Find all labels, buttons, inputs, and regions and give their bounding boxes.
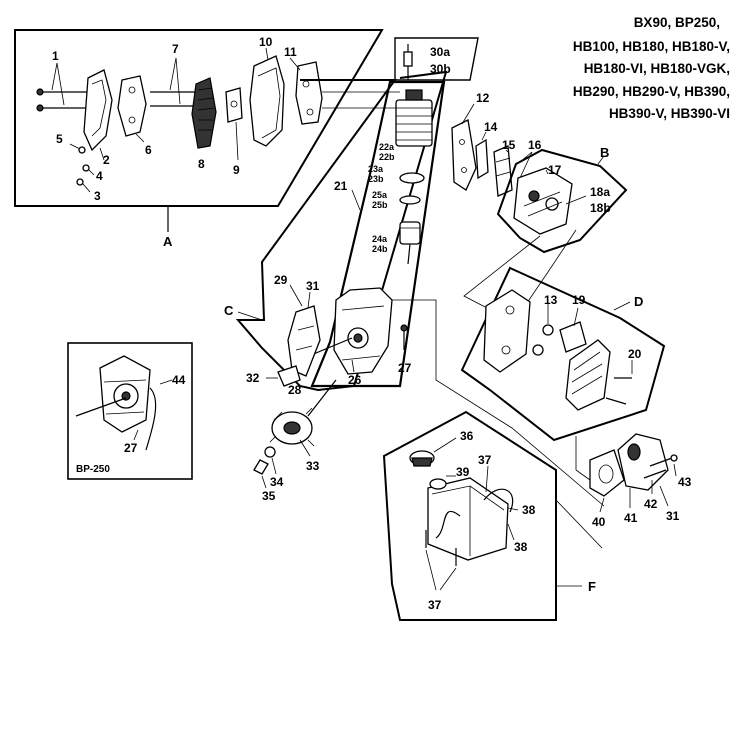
callout-41: 41	[624, 511, 638, 525]
group-a-air-filter: A 1 2 5 4 3 6 7	[14, 29, 400, 249]
group-d-label: D	[634, 294, 643, 309]
callout-27: 27	[398, 361, 412, 375]
callout-1: 1	[52, 49, 59, 63]
callout-11: 11	[284, 45, 297, 59]
model-list: BX90, BP250, HB100, HB180, HB180-V, HB18…	[573, 15, 730, 121]
callout-25a: 25a	[372, 190, 388, 200]
callout-5: 5	[56, 132, 63, 146]
callout-15: 15	[502, 138, 516, 152]
model-line-4: HB290, HB290-V, HB390,	[573, 84, 730, 99]
group-f-label: F	[588, 579, 596, 594]
callout-39: 39	[456, 465, 470, 479]
callout-29: 29	[274, 273, 288, 287]
callout-34: 34	[270, 475, 284, 489]
inset-frame	[67, 342, 193, 480]
callout-27-inset: 27	[124, 441, 138, 455]
group-c-engine: C 22a 22b 23a 23b 25a 25b 24a 24b 21	[224, 70, 605, 507]
callout-44: 44	[172, 373, 186, 387]
callout-22a: 22a	[379, 142, 395, 152]
model-line-5: HB390-V, HB390-VI	[609, 106, 730, 121]
callout-20: 20	[628, 347, 642, 361]
callout-31b: 31	[666, 509, 680, 523]
exhaust-group: 12 14 15 16	[451, 91, 542, 197]
callout-9: 9	[233, 163, 240, 177]
callout-28: 28	[288, 383, 302, 397]
group-a-frame	[14, 29, 384, 207]
callout-18a: 18a	[590, 185, 610, 199]
callout-24b: 24b	[372, 244, 388, 254]
callout-12: 12	[476, 91, 490, 105]
callout-37b: 37	[428, 598, 442, 612]
group-f-fuel-tank: F 36 39 37 38 38 37	[382, 410, 596, 621]
callout-3: 3	[94, 189, 101, 203]
bp250-inset: 44 27 BP-250	[67, 342, 193, 480]
callout-22b: 22b	[379, 152, 395, 162]
callout-31: 31	[306, 279, 320, 293]
callout-43: 43	[678, 475, 692, 489]
callout-24a: 24a	[372, 234, 388, 244]
group-c-label: C	[224, 303, 234, 318]
callout-8: 8	[198, 157, 205, 171]
callout-35: 35	[262, 489, 276, 503]
callout-40: 40	[592, 515, 606, 529]
model-line-3: HB180-VI, HB180-VGK,	[584, 61, 730, 76]
callout-10: 10	[259, 35, 273, 49]
callout-32: 32	[246, 371, 260, 385]
group-d-starter: D 13 19 20	[460, 266, 666, 442]
callout-16: 16	[528, 138, 542, 152]
callout-23a: 23a	[368, 164, 384, 174]
callout-36: 36	[460, 429, 474, 443]
group-b-carburetor: B 17 18a 18b	[463, 145, 628, 323]
callout-18b: 18b	[590, 201, 611, 215]
group-c-frame	[235, 70, 448, 392]
callout-6: 6	[145, 143, 152, 157]
callout-19: 19	[572, 293, 586, 307]
model-line-2: HB100, HB180, HB180-V,	[573, 39, 730, 54]
callout-37: 37	[478, 453, 492, 467]
callout-4: 4	[96, 169, 103, 183]
group-b-label: B	[600, 145, 609, 160]
model-line-1: BX90, BP250,	[634, 15, 720, 30]
callout-38: 38	[522, 503, 536, 517]
group-a-label: A	[163, 234, 173, 249]
callout-7: 7	[172, 42, 179, 56]
callout-30a: 30a	[430, 45, 450, 59]
callout-14: 14	[484, 120, 498, 134]
callout-33: 33	[306, 459, 320, 473]
callout-17: 17	[548, 163, 562, 177]
callout-42: 42	[644, 497, 658, 511]
muffler-group: 40 41 42 43 31	[555, 433, 692, 549]
callout-2: 2	[103, 153, 110, 167]
callout-13: 13	[544, 293, 558, 307]
group-d-frame	[460, 266, 666, 442]
inset-label: BP-250	[76, 464, 110, 475]
callout-25b: 25b	[372, 200, 388, 210]
group-b-frame	[496, 148, 628, 254]
callout-21: 21	[334, 179, 348, 193]
group-f-frame	[382, 410, 557, 621]
callout-23b: 23b	[368, 174, 384, 184]
callout-26: 26	[348, 373, 362, 387]
callout-38b: 38	[514, 540, 528, 554]
